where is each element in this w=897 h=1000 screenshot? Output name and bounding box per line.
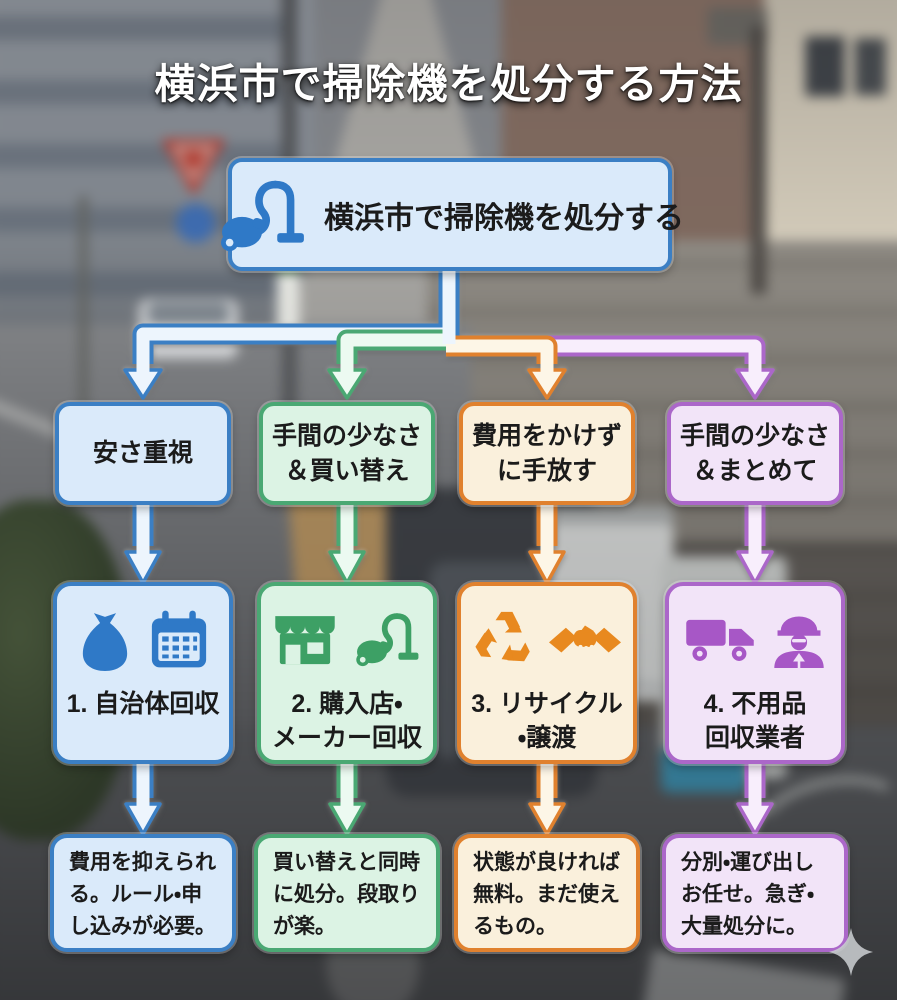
storefront-icon <box>273 611 337 672</box>
method-icons <box>273 608 422 674</box>
method-icons <box>684 608 827 674</box>
criteria-label: 費用をかけず に手放す <box>471 421 622 485</box>
bg-pole-thin <box>79 196 88 428</box>
bg-window <box>854 38 886 96</box>
vacuum-icon <box>352 609 422 674</box>
bg-blue-sign <box>176 203 216 243</box>
description-box-2: 買い替えと同時に処分。段取りが楽。 <box>254 834 440 952</box>
description-box-1: 費用を抑えられる。ルール・申し込みが必要。 <box>50 834 236 952</box>
method-box-2: 2. 購入店・ メーカー回収 <box>257 582 437 764</box>
connector-blue-fill <box>136 262 456 376</box>
description-label: 買い替えと同時に処分。段取りが楽。 <box>273 851 420 938</box>
criteria-box-4: 手間の少なさ ＆まとめて <box>667 402 843 505</box>
sparkle-icon <box>828 928 874 976</box>
page-title: 横浜市で掃除機を処分する方法 <box>154 61 743 107</box>
method-box-4: 4. 不用品 回収業者 <box>665 582 845 764</box>
worker-icon <box>771 610 827 673</box>
description-label: 費用を抑えられる。ルール・申し込みが必要。 <box>69 851 216 938</box>
criteria-box-1: 安さ重視 <box>55 402 231 505</box>
recycle-icon <box>474 609 534 674</box>
vacuum-cleaner-icon <box>216 175 308 255</box>
criteria-box-2: 手間の少なさ ＆買い替え <box>259 402 435 505</box>
criteria-label: 手間の少なさ ＆まとめて <box>679 421 830 485</box>
description-label: 状態が良ければ無料。まだ使えるもの。 <box>473 851 620 938</box>
truck-icon <box>684 612 756 671</box>
method-box-3: 3. リサイクル ・譲渡 <box>457 582 637 764</box>
calendar-icon <box>148 608 210 675</box>
description-box-3: 状態が良ければ無料。まだ使えるもの。 <box>454 834 640 952</box>
criteria-label: 安さ重視 <box>92 439 193 467</box>
method-icons <box>77 608 210 674</box>
method-label: 3. リサイクル ・譲渡 <box>471 690 623 752</box>
root-node: 横浜市で掃除機を処分する <box>221 158 684 271</box>
connector-orange-fill <box>446 339 554 376</box>
description-label: 分別・運び出しお任せ。急ぎ・大量処分に。 <box>681 851 815 938</box>
method-box-1: 1. 自治体回収 <box>53 582 233 764</box>
bg-window <box>805 36 845 97</box>
trash-bag-icon <box>77 607 133 676</box>
handshake-icon <box>548 614 621 669</box>
root-label: 横浜市で掃除機を処分する <box>324 201 684 235</box>
method-label: 2. 購入店・ メーカー回収 <box>271 690 422 752</box>
bg-pole-crossarm <box>244 79 333 88</box>
method-icons <box>474 608 621 674</box>
method-label: 1. 自治体回収 <box>66 690 220 718</box>
criteria-label: 手間の少なさ ＆買い替え <box>271 421 422 485</box>
bg-car-glass <box>147 302 230 325</box>
bg-drainpipe <box>750 26 767 294</box>
description-box-4: 分別・運び出しお任せ。急ぎ・大量処分に。 <box>662 834 848 952</box>
connector-green-fill <box>340 333 452 376</box>
method-label: 4. 不用品 回収業者 <box>703 690 807 752</box>
criteria-box-3: 費用をかけず に手放す <box>459 402 635 505</box>
